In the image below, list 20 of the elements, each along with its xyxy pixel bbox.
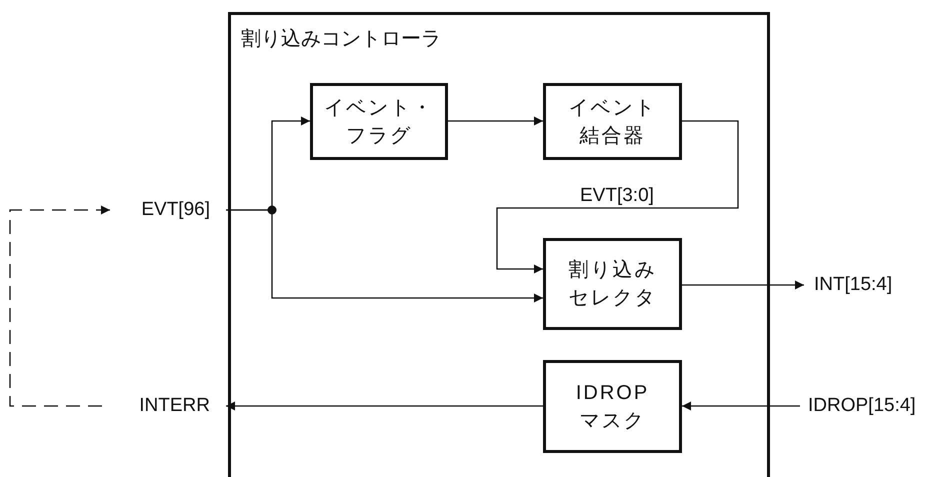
signal-label: IDROP[15:4] <box>800 392 950 420</box>
arrow <box>496 120 739 274</box>
signal-label: EVT[96] <box>112 196 226 224</box>
dashed-arrow <box>9 206 110 407</box>
arrow <box>226 209 543 302</box>
arrow <box>682 402 800 410</box>
block-label: 割り込みセレクタ <box>568 258 658 311</box>
arrow <box>226 402 543 410</box>
block-box <box>543 360 682 453</box>
block-box <box>543 238 682 330</box>
block-box <box>543 83 682 160</box>
block-box <box>310 83 448 160</box>
block-label: IDROPマスク <box>574 380 650 434</box>
block-label: イベント結合器 <box>568 96 658 148</box>
block-label: イベント・フラグ <box>323 96 435 148</box>
arrow <box>682 280 804 290</box>
frame-title: 割り込みコントローラ <box>241 27 441 52</box>
signal-label: INT[15:4] <box>806 271 931 299</box>
arrow <box>448 116 543 126</box>
signal-label: INTERR <box>112 392 226 420</box>
